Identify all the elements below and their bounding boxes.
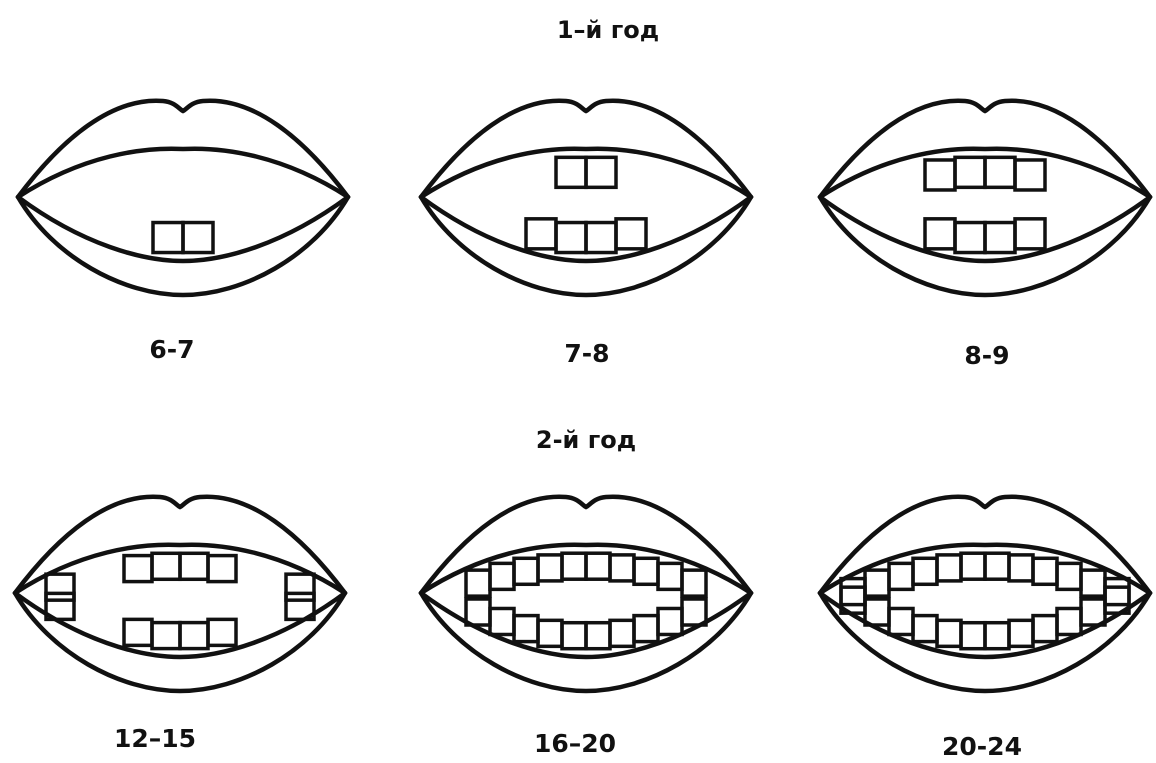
tooth [961, 623, 985, 649]
mouth-stage-16-20 [421, 497, 751, 691]
tooth [556, 157, 586, 187]
tooth [586, 157, 616, 187]
tooth [955, 223, 985, 253]
stage-label-6-7: 6-7 [149, 335, 194, 364]
tooth [183, 223, 213, 253]
stage-label-20-24: 20-24 [942, 732, 1022, 761]
stage-label-16-20: 16–20 [534, 729, 616, 758]
tooth [562, 553, 586, 579]
tooth [913, 558, 937, 584]
tooth [610, 555, 634, 581]
tooth [1105, 579, 1129, 605]
tooth [124, 619, 152, 645]
tooth [562, 623, 586, 649]
tooth [208, 619, 236, 645]
mouth-stage-6-7 [18, 101, 348, 295]
tooth [1081, 570, 1105, 596]
tooth [841, 579, 865, 605]
tooth [514, 616, 538, 642]
tooth [1057, 563, 1081, 589]
tooth [1081, 599, 1105, 625]
upper-teeth [925, 157, 1045, 190]
heading-first-year: 1–й год [557, 16, 659, 44]
upper-teeth [556, 157, 616, 187]
tooth [466, 599, 490, 625]
tooth [913, 616, 937, 642]
tooth [153, 223, 183, 253]
tooth [556, 223, 586, 253]
tooth [208, 556, 236, 582]
tooth [538, 620, 562, 646]
tooth [1009, 620, 1033, 646]
heading-second-year: 2-й год [536, 426, 636, 454]
tooth [1009, 555, 1033, 581]
tooth [514, 558, 538, 584]
mouth-stage-8-9 [820, 101, 1150, 295]
mouth-stage-20-24 [820, 497, 1150, 691]
tooth [610, 620, 634, 646]
tooth [865, 599, 889, 625]
tooth [955, 157, 985, 187]
tooth [1057, 608, 1081, 634]
stage-label-8-9: 8-9 [964, 341, 1009, 370]
tooth [865, 570, 889, 596]
lower-teeth [153, 223, 213, 253]
tooth [682, 570, 706, 596]
tooth [46, 574, 74, 600]
tooth [634, 558, 658, 584]
tooth [985, 157, 1015, 187]
stage-label-12-15: 12–15 [114, 724, 196, 753]
tooth [985, 553, 1009, 579]
tooth [180, 553, 208, 579]
lower-teeth [925, 219, 1045, 253]
tooth [925, 219, 955, 249]
tooth [1015, 160, 1045, 190]
tooth [466, 570, 490, 596]
tooth [889, 608, 913, 634]
tooth [1015, 219, 1045, 249]
tooth [985, 623, 1009, 649]
tooth [961, 553, 985, 579]
tooth [124, 556, 152, 582]
tooth [152, 553, 180, 579]
tooth [937, 555, 961, 581]
lower-teeth [526, 219, 646, 253]
tooth [152, 623, 180, 649]
tooth [286, 574, 314, 600]
tooth [180, 623, 208, 649]
tooth [616, 219, 646, 249]
tooth [658, 608, 682, 634]
mouth-opening-edge [18, 149, 348, 197]
mouth-stage-7-8 [421, 101, 751, 295]
tooth [586, 623, 610, 649]
tooth [634, 616, 658, 642]
tooth [937, 620, 961, 646]
tooth [1033, 616, 1057, 642]
tooth [586, 553, 610, 579]
stage-label-7-8: 7-8 [564, 339, 609, 368]
tooth [1033, 558, 1057, 584]
tooth [490, 563, 514, 589]
tooth [586, 223, 616, 253]
upper-teeth [466, 553, 706, 596]
tooth [889, 563, 913, 589]
mouth-stage-12-15 [15, 497, 345, 691]
tooth [538, 555, 562, 581]
tooth [490, 608, 514, 634]
tooth [526, 219, 556, 249]
tooth [925, 160, 955, 190]
tooth [682, 599, 706, 625]
tooth [985, 223, 1015, 253]
tooth [658, 563, 682, 589]
lower-teeth [46, 593, 314, 648]
